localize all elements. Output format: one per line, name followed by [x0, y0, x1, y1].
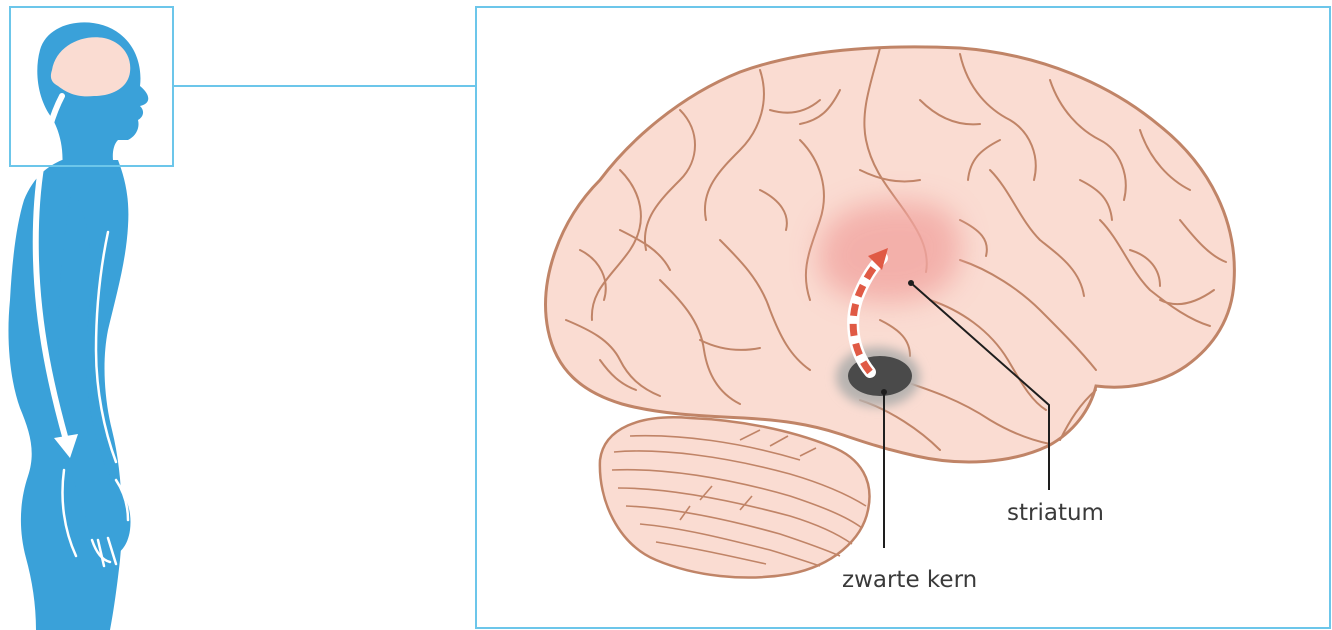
striatum-label: striatum: [1007, 500, 1104, 526]
striatum-region: [818, 201, 961, 302]
human-body-silhouette: [8, 22, 148, 630]
substantia-nigra-region: [836, 347, 920, 407]
substantia-nigra-label: zwarte kern: [842, 567, 977, 593]
